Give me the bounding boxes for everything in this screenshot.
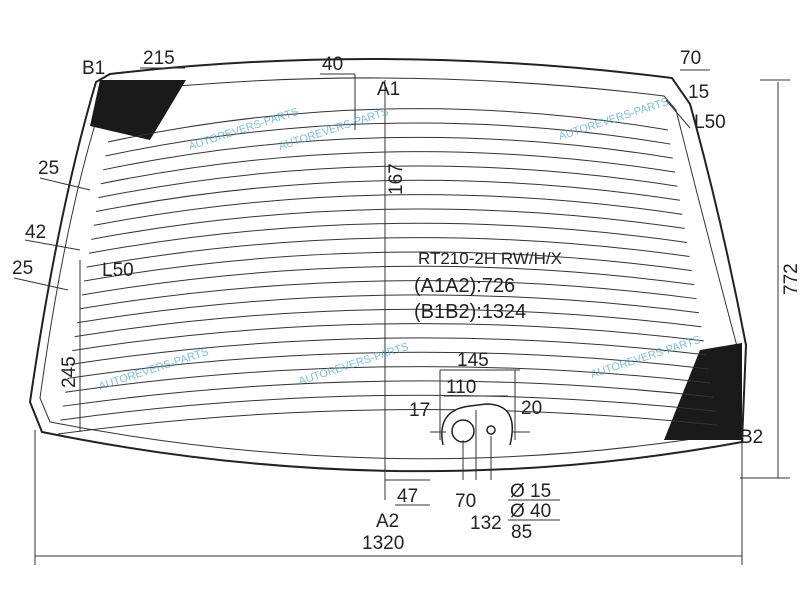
heating-line [65,366,711,393]
dim-245: 245 [59,356,80,388]
dim-110: 110 [446,377,476,398]
dim-42: 42 [25,222,46,243]
dim-85: 85 [511,522,532,543]
sensor-cutout [441,403,514,446]
point-a1: A1 [377,79,400,100]
dim-132: 132 [470,513,502,534]
ceramic-block-bottom-right [664,343,742,440]
dim-l50-left: L50 [102,260,134,281]
dim-215: 215 [143,48,175,69]
heating-line [93,194,683,226]
heating-line [103,136,673,171]
dia-15: Ø 15 [510,481,551,502]
dim-70-bottom: 70 [455,491,476,512]
hole-15 [486,425,496,435]
heating-line [79,280,697,310]
dim-40-top: 40 [322,54,343,75]
heating-line [86,237,690,268]
watermarks: AUTOREVERS-PARTS AUTOREVERS-PARTS AUTORE… [97,96,702,393]
heating-line [88,222,688,254]
heating-line [81,265,695,296]
heating-line [100,151,676,185]
heating-line [69,337,707,365]
dim-1320: 1320 [362,533,404,554]
point-a2: A2 [376,511,399,532]
heating-line [60,394,716,421]
dim-15-right: 15 [688,82,709,103]
dia-40: Ø 40 [510,501,551,522]
ceramic-block-top-left [90,80,186,140]
heating-line [84,251,692,282]
heating-line [74,308,702,338]
watermark-logo: AUTOREVERS-PARTS [589,334,702,381]
heating-line [62,380,714,407]
spec-a1a2: (A1A2):726 [414,275,515,297]
heating-line [72,323,704,352]
heating-line [98,165,678,199]
heating-grid [57,108,719,435]
dim-17: 17 [409,400,430,421]
dim-167: 167 [386,163,407,195]
heating-line [67,351,709,379]
dim-25-upper: 25 [38,158,59,179]
heating-line [105,122,671,157]
heating-line [95,179,680,213]
dim-20: 20 [521,398,542,419]
dim-25-lower: 25 [12,258,33,279]
dim-47: 47 [397,486,418,507]
heating-line [57,409,719,435]
heating-line [76,294,700,324]
dim-772: 772 [781,263,800,295]
heating-line [91,208,685,240]
dim-70-top: 70 [680,48,701,69]
point-b2: B2 [740,427,763,448]
dimension-lines [13,67,790,565]
dim-l50-right: L50 [694,112,726,133]
point-b1: B1 [82,58,105,79]
dim-145: 145 [457,350,489,371]
glass-outer-edge [28,57,748,473]
spec-b1b2: (B1B2):1324 [414,301,526,323]
heating-line [107,108,669,143]
part-code: RT210-2H RW/H/X [418,249,562,268]
